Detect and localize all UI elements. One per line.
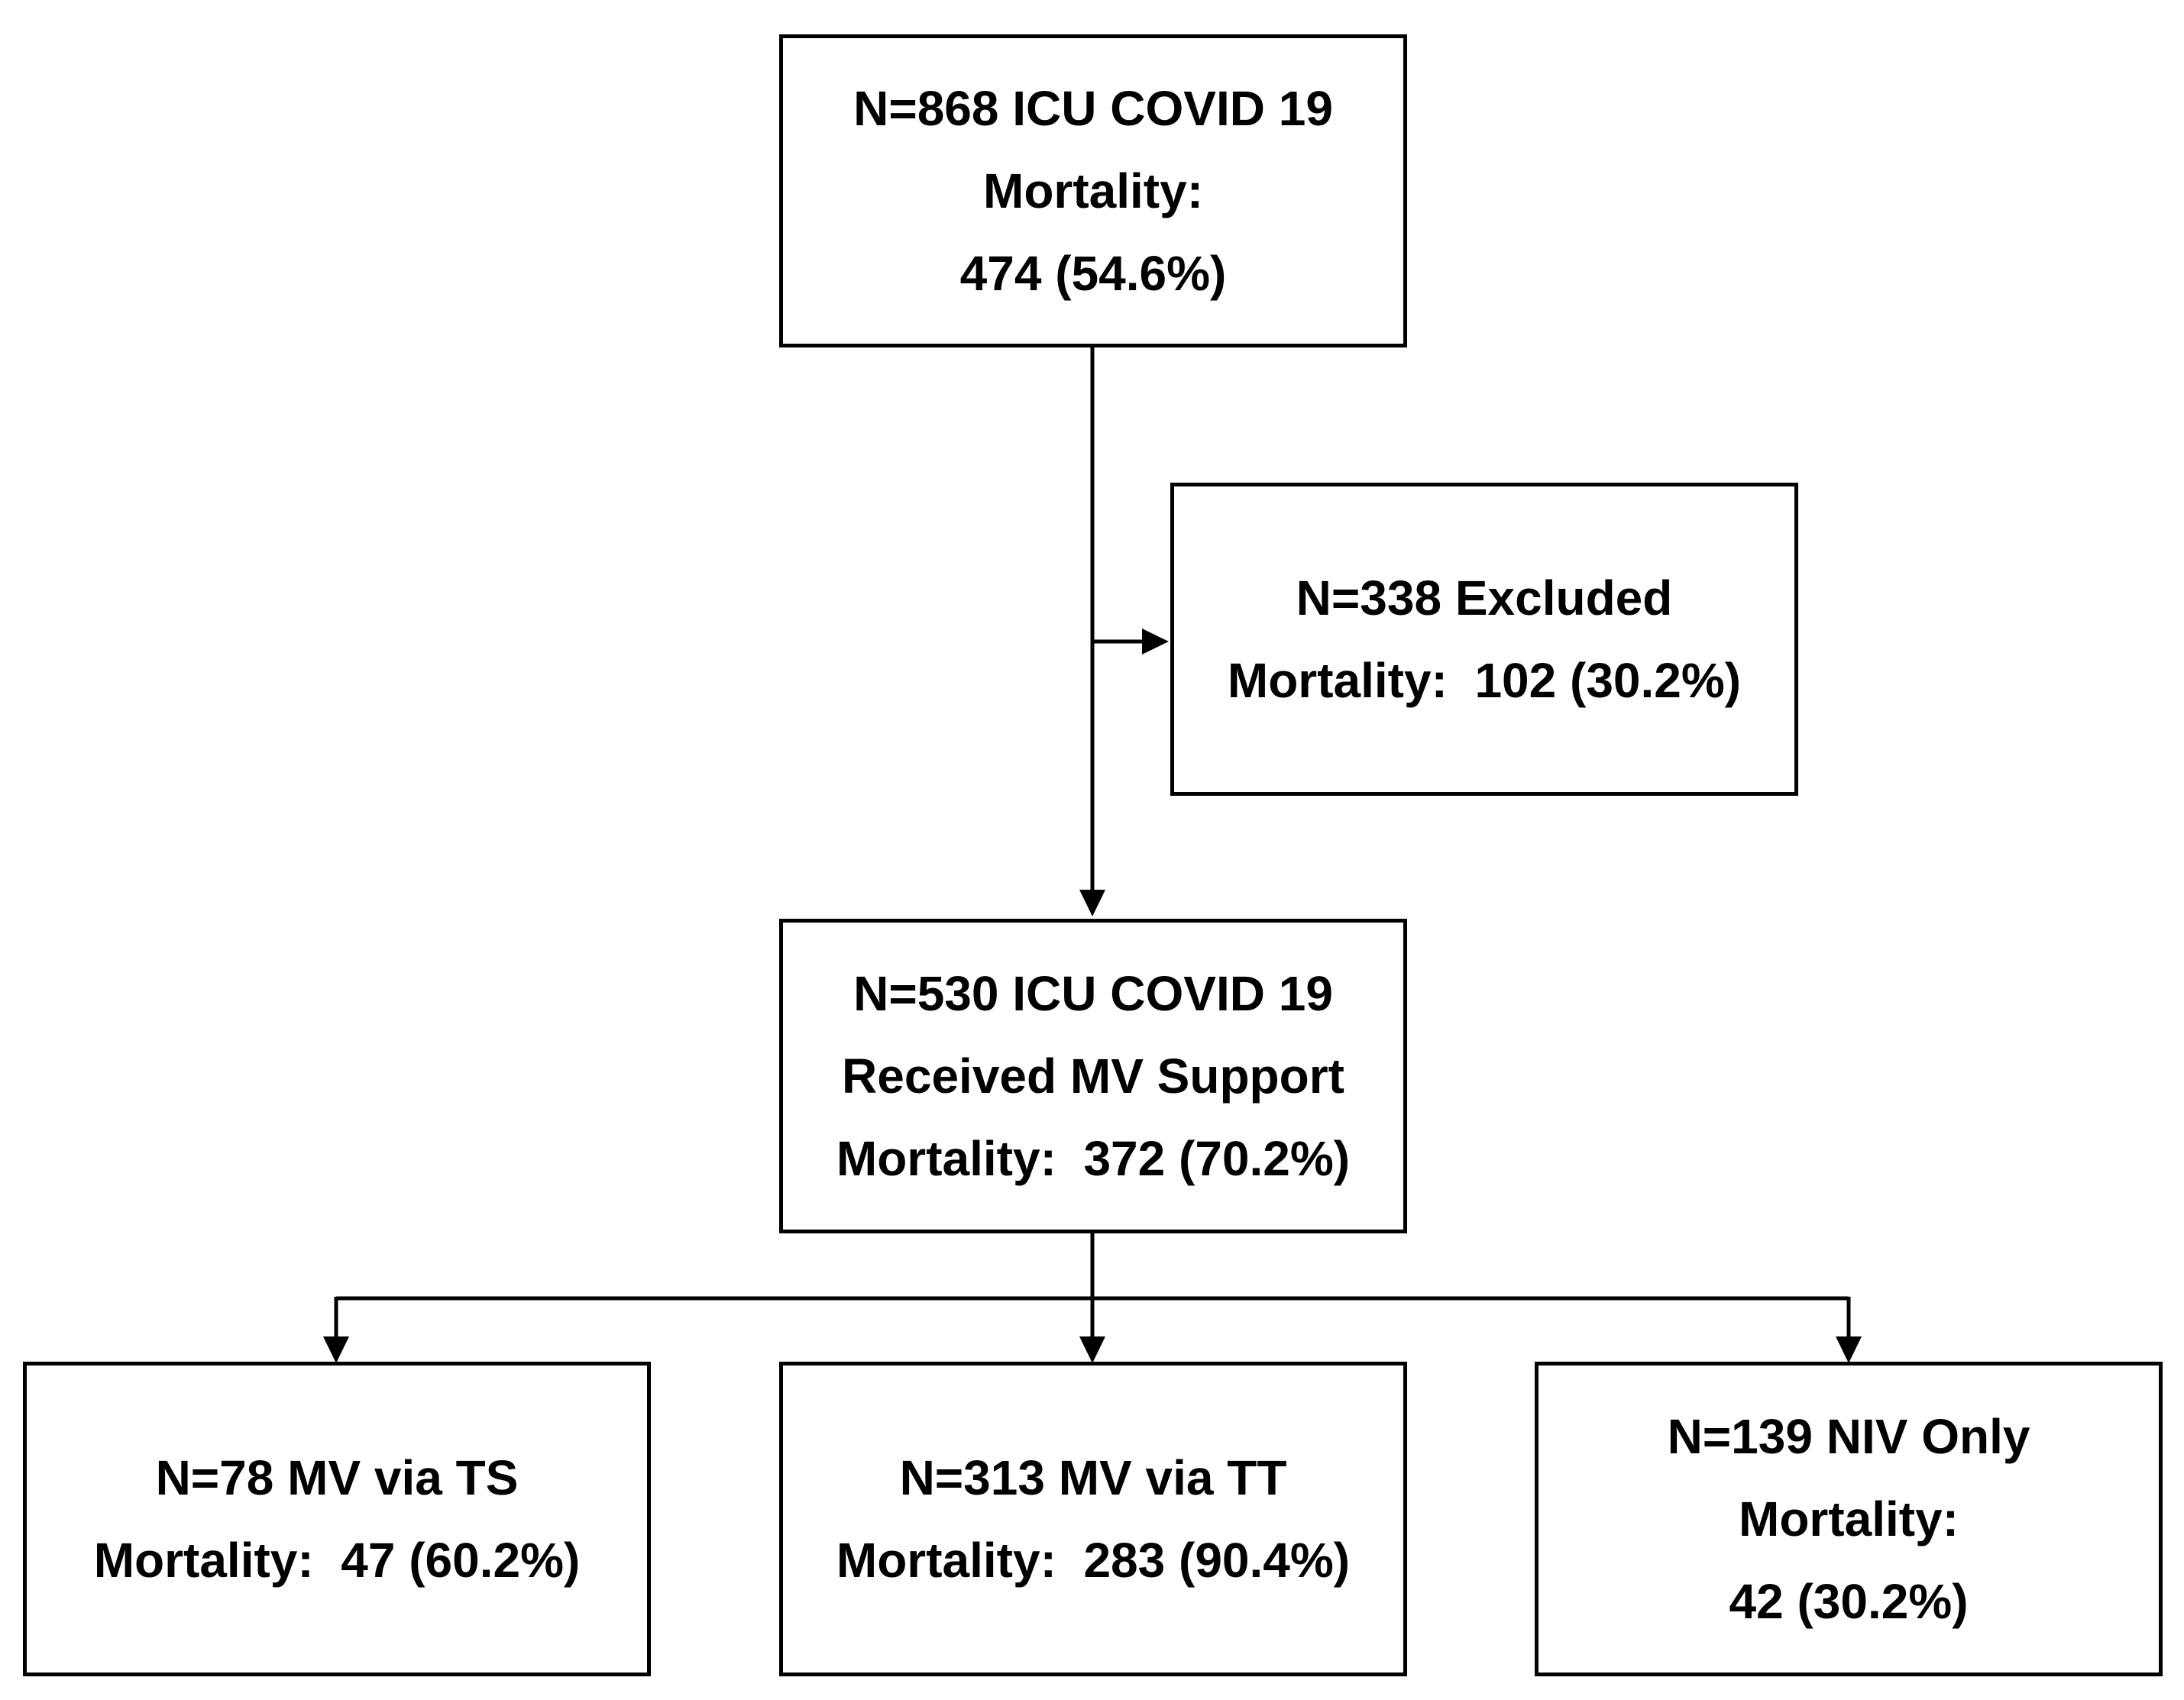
node-tt: N=313 MV via TT Mortality: 283 (90.4%) [779, 1362, 1407, 1676]
node-mv-support-line-1: N=530 ICU COVID 19 [853, 966, 1333, 1021]
arrowhead-tt [1079, 1336, 1105, 1363]
node-mv-support-line-3: Mortality: 372 (70.2%) [836, 1131, 1351, 1186]
node-mv-support: N=530 ICU COVID 19 Received MV Support M… [779, 919, 1407, 1233]
node-niv-line-3: 42 (30.2%) [1729, 1574, 1969, 1629]
node-tt-line-1: N=313 MV via TT [899, 1450, 1287, 1505]
node-tt-line-2: Mortality: 283 (90.4%) [836, 1533, 1351, 1588]
node-total-line-2: Mortality: [983, 163, 1203, 218]
node-excluded: N=338 Excluded Mortality: 102 (30.2%) [1170, 483, 1798, 796]
node-total-line-3: 474 (54.6%) [959, 246, 1227, 301]
node-mv-support-line-2: Received MV Support [842, 1049, 1344, 1104]
arrowhead-ts [323, 1336, 349, 1363]
node-niv-line-1: N=139 NIV Only [1667, 1409, 2030, 1464]
node-niv-line-2: Mortality: [1739, 1492, 1959, 1546]
node-excluded-line-1: N=338 Excluded [1296, 570, 1673, 625]
arrowhead-niv [1836, 1336, 1862, 1363]
node-niv: N=139 NIV Only Mortality: 42 (30.2%) [1535, 1362, 2163, 1676]
node-ts-line-1: N=78 MV via TS [155, 1450, 519, 1505]
node-ts: N=78 MV via TS Mortality: 47 (60.2%) [23, 1362, 651, 1676]
arrowhead-mv-support [1079, 890, 1105, 916]
arrowhead-excluded [1142, 629, 1169, 654]
node-excluded-line-2: Mortality: 102 (30.2%) [1227, 653, 1742, 708]
node-total: N=868 ICU COVID 19 Mortality: 474 (54.6%… [779, 34, 1407, 347]
node-ts-line-2: Mortality: 47 (60.2%) [93, 1533, 581, 1588]
node-total-line-1: N=868 ICU COVID 19 [853, 81, 1333, 136]
